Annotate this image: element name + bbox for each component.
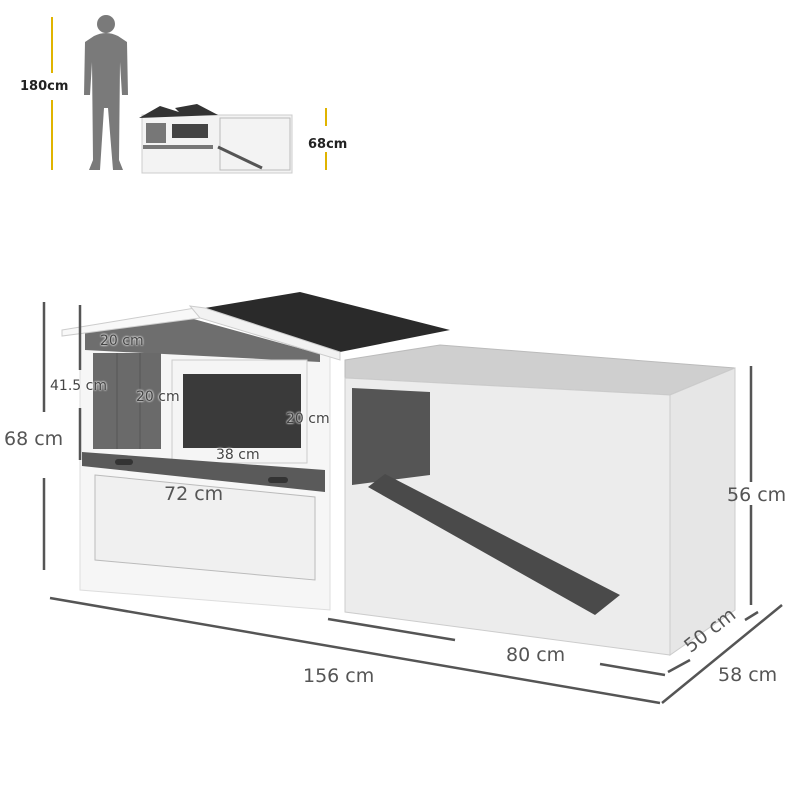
hutch-height-label: 68cm — [308, 137, 348, 152]
total-width-label: 156 cm — [303, 665, 375, 687]
run-width-label: 80 cm — [506, 644, 566, 666]
window-width-label: 38 cm — [216, 447, 260, 463]
person-silhouette-icon — [84, 15, 128, 170]
person-height-label: 180cm — [20, 79, 69, 94]
house-height-label: 41.5 cm — [50, 378, 107, 394]
dimension-lines — [42, 302, 783, 705]
total-depth-label: 58 cm — [718, 664, 778, 686]
run-height-label: 56 cm — [727, 484, 787, 506]
hutch-main-illustration — [61, 292, 736, 656]
house-width-label: 72 cm — [164, 483, 224, 505]
door-height-label: 20 cm — [136, 389, 180, 405]
scale-person-dimension — [51, 17, 327, 170]
total-height-label: 68 cm — [4, 428, 64, 450]
mini-hutch-thumbnail — [139, 104, 293, 174]
door-width-label: 20 cm — [100, 333, 144, 349]
window-height-label: 20 cm — [286, 411, 330, 427]
